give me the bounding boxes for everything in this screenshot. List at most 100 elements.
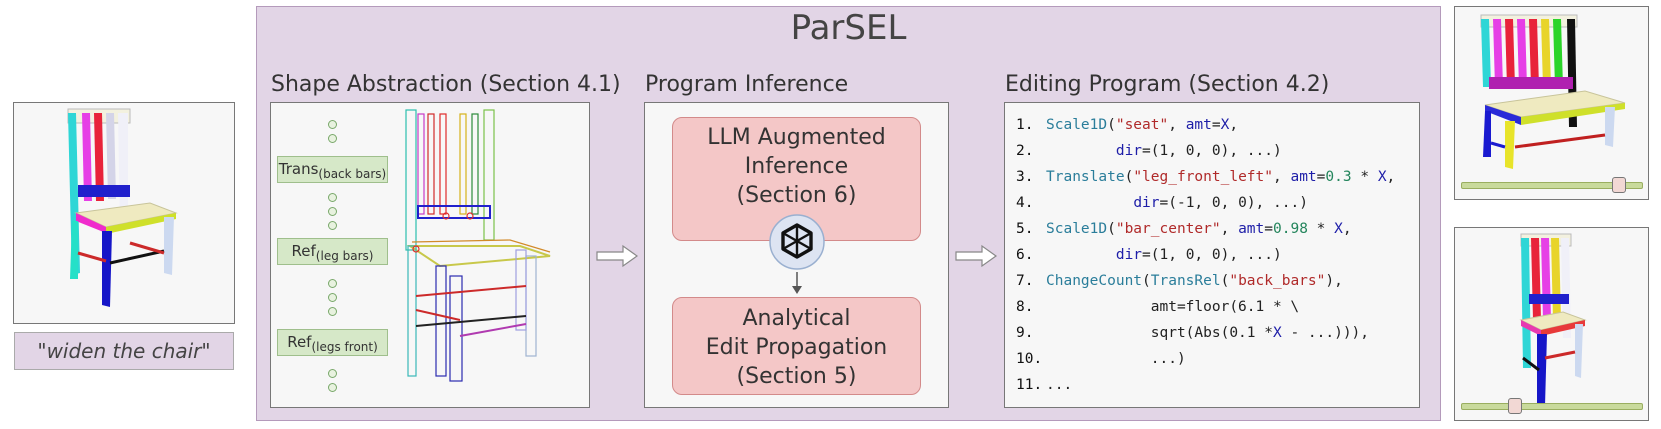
code-token: * xyxy=(1307,221,1335,237)
llm-box-line: LLM Augmented xyxy=(707,125,886,150)
code-token: - ...))), xyxy=(1281,325,1370,341)
code-token: TransRel xyxy=(1150,273,1221,289)
program-inference-heading: Program Inference xyxy=(645,72,849,97)
code-token: amt xyxy=(1185,117,1212,133)
code-token: ... xyxy=(1046,377,1073,393)
code-token: = xyxy=(1211,117,1221,133)
ellipsis-dot xyxy=(328,207,337,216)
code-token: * xyxy=(1351,169,1378,185)
code-token: , xyxy=(1386,169,1396,185)
right-arrow-icon xyxy=(596,244,639,268)
code-line: 4. dir=(-1, 0, 0), ...) xyxy=(1016,190,1395,216)
code-token: X xyxy=(1220,117,1230,133)
output-chair-image-narrow xyxy=(1519,233,1587,406)
llm-inference-box: LLM Augmented Inference (Section 6) xyxy=(672,117,921,241)
code-line: 11.... xyxy=(1016,372,1395,398)
code-token: Scale1D xyxy=(1046,117,1108,133)
code-line-number: 6. xyxy=(1016,247,1034,263)
code-line-number: 5. xyxy=(1016,221,1034,237)
code-token: "leg_front_left" xyxy=(1133,169,1273,185)
llm-box-line: Inference xyxy=(744,154,849,179)
code-line-number: 2. xyxy=(1016,143,1034,159)
code-line: 2. dir=(1, 0, 0), ...) xyxy=(1016,138,1395,164)
code-token: = xyxy=(1316,169,1326,185)
input-shape-panel xyxy=(13,102,235,324)
analytical-propagation-box: Analytical Edit Propagation (Section 5) xyxy=(672,297,921,395)
input-chair-image xyxy=(67,108,178,307)
code-token: ChangeCount xyxy=(1046,273,1143,289)
code-token xyxy=(1046,195,1133,211)
code-token: , xyxy=(1342,221,1352,237)
code-token: 0.98 xyxy=(1273,221,1308,237)
analytic-box-line: (Section 5) xyxy=(736,364,857,389)
output-shape-panel-1 xyxy=(1454,6,1649,200)
editing-program-code: 1.Scale1D("seat", amt=X,2. dir=(1, 0, 0)… xyxy=(1016,112,1395,398)
code-line-number: 9. xyxy=(1016,325,1034,341)
code-line: 6. dir=(1, 0, 0), ...) xyxy=(1016,242,1395,268)
op-name: Trans xyxy=(278,160,319,178)
code-token: ( xyxy=(1142,273,1151,289)
code-line-number: 11. xyxy=(1016,377,1043,393)
op-target: (leg bars) xyxy=(315,249,374,263)
code-line-number: 8. xyxy=(1016,299,1034,315)
op-target: (legs front) xyxy=(311,340,378,354)
code-line: 5.Scale1D("bar_center", amt=0.98 * X, xyxy=(1016,216,1395,242)
op-ref-legs-front: Ref(legs front) xyxy=(277,329,388,356)
code-token: , xyxy=(1220,221,1239,237)
output-slider-knob-1[interactable] xyxy=(1612,177,1627,193)
op-trans-back-bars: Trans(back bars) xyxy=(277,156,388,183)
code-token: amt xyxy=(1238,221,1265,237)
code-line: 9. sqrt(Abs(0.1 *X - ...))), xyxy=(1016,320,1395,346)
output-shape-panel-2 xyxy=(1454,227,1649,421)
code-line-number: 4. xyxy=(1016,195,1034,211)
code-line-number: 3. xyxy=(1016,169,1034,185)
code-token: =(1, 0, 0), ...) xyxy=(1142,143,1282,159)
code-token: Scale1D xyxy=(1046,221,1108,237)
ellipsis-dot xyxy=(328,383,337,392)
op-target: (back bars) xyxy=(318,167,387,181)
code-token: ( xyxy=(1107,221,1116,237)
code-token: "seat" xyxy=(1115,117,1169,133)
ellipsis-dot xyxy=(328,369,337,378)
shape-abstraction-heading: Shape Abstraction (Section 4.1) xyxy=(271,72,621,97)
output-slider-knob-2[interactable] xyxy=(1508,398,1523,414)
code-token: amt xyxy=(1290,169,1317,185)
output-chair-image-wide xyxy=(1480,14,1626,169)
code-line: 1.Scale1D("seat", amt=X, xyxy=(1016,112,1395,138)
code-token: sqrt(Abs(0.1 * xyxy=(1046,325,1273,341)
ellipsis-dot xyxy=(328,120,337,129)
llm-box-line: (Section 6) xyxy=(736,183,857,208)
openai-logo-icon xyxy=(769,214,825,270)
right-arrow-icon xyxy=(955,244,998,268)
code-token: ...) xyxy=(1046,351,1186,367)
code-token: X xyxy=(1334,221,1343,237)
output-slider-track-1[interactable] xyxy=(1461,182,1643,189)
code-token: dir xyxy=(1115,143,1143,159)
analytic-box-line: Edit Propagation xyxy=(705,335,888,360)
editing-program-heading: Editing Program (Section 4.2) xyxy=(1005,72,1330,97)
edit-prompt: "widen the chair" xyxy=(14,332,234,370)
code-token: , xyxy=(1273,169,1291,185)
op-name: Ref xyxy=(291,242,316,260)
op-ref-leg-bars: Ref(leg bars) xyxy=(277,238,388,265)
op-name: Ref xyxy=(287,333,312,351)
ellipsis-dot xyxy=(328,134,337,143)
code-token: "bar_center" xyxy=(1115,221,1221,237)
code-token: ( xyxy=(1124,169,1134,185)
ellipsis-dot xyxy=(328,193,337,202)
code-token: , xyxy=(1229,117,1239,133)
code-token: dir xyxy=(1133,195,1160,211)
editing-program-panel xyxy=(1004,102,1420,408)
down-arrow-icon xyxy=(792,272,802,294)
code-token: "back_bars" xyxy=(1229,273,1326,289)
code-line: 8. amt=floor(6.1 * \ xyxy=(1016,294,1395,320)
code-line: 7.ChangeCount(TransRel("back_bars"), xyxy=(1016,268,1395,294)
output-slider-track-2[interactable] xyxy=(1461,403,1643,410)
code-token: X xyxy=(1377,169,1387,185)
code-token: dir xyxy=(1115,247,1143,263)
code-token: X xyxy=(1272,325,1282,341)
wireframe-chair xyxy=(405,109,551,382)
code-token: ( xyxy=(1220,273,1230,289)
code-line-number: 1. xyxy=(1016,117,1034,133)
code-line-number: 7. xyxy=(1016,273,1034,289)
